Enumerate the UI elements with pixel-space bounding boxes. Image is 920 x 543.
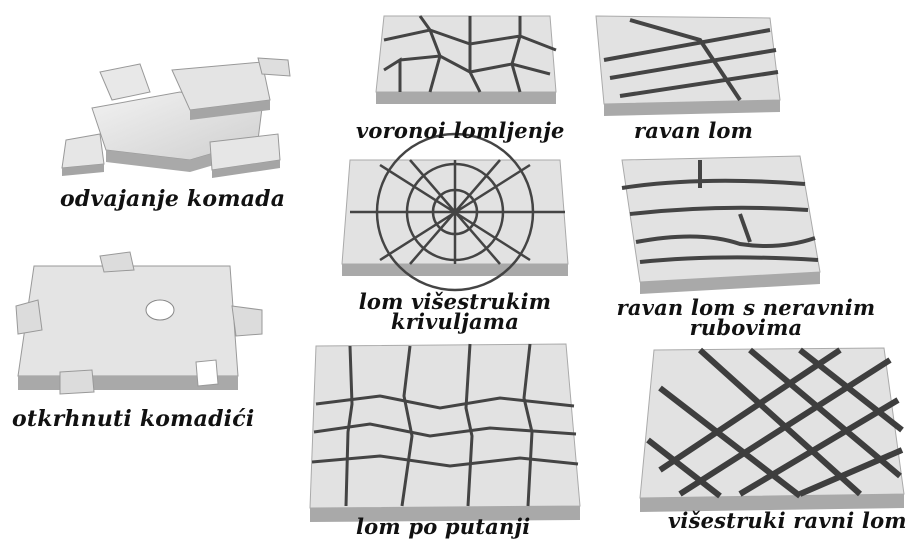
caption-chipped: otkrhnuti komadići [12,406,254,432]
caption-piece-separation: odvajanje komada [60,186,285,212]
caption-multi-curve: lom višestrukim krivuljama [350,292,560,332]
planar-rough-edge-fracture-illustration [622,156,820,294]
caption-rough-edges: ravan lom s neravnim rubovima [586,298,906,338]
caption-path: lom po putanji [356,514,530,539]
path-fracture-illustration [310,344,580,522]
caption-multi-planar: višestruki ravni lom [668,508,907,533]
planar-fracture-illustration [596,16,780,116]
caption-rough-edges-line2: rubovima [586,318,906,338]
caption-multi-curve-line2: krivuljama [350,312,560,332]
piece-separation-illustration [62,58,290,178]
chipped-pieces-illustration [16,252,262,394]
caption-planar: ravan lom [634,118,753,143]
voronoi-fracture-illustration [376,16,556,104]
multi-curve-fracture-illustration [342,134,568,290]
multi-planar-fracture-illustration [640,348,904,512]
caption-voronoi: voronoi lomljenje [356,118,565,143]
